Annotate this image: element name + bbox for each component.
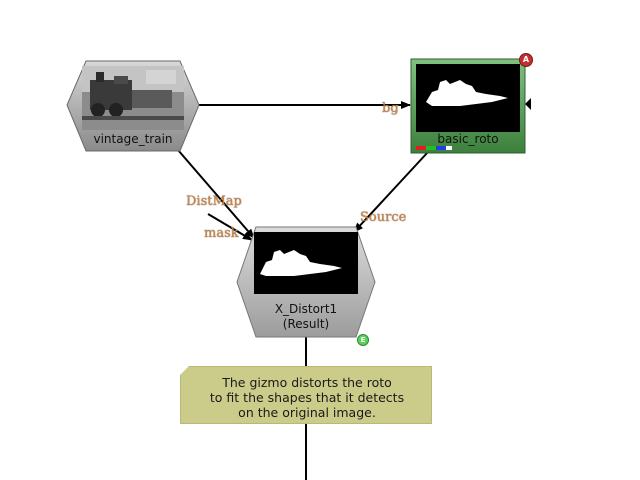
note-line-3: on the original image. — [238, 405, 376, 420]
input-label-bg: bg — [382, 101, 399, 116]
channel-indicator — [416, 146, 452, 150]
distort-result-thumbnail — [254, 232, 358, 294]
badge-e-icon[interactable]: E — [357, 334, 369, 346]
node-label-x-distort: X_Distort1 (Result) — [236, 302, 376, 332]
roto-node-shape — [410, 58, 526, 154]
node-label-x-distort-name: X_Distort1 — [274, 302, 338, 316]
node-label-vintage-train: vintage_train — [93, 132, 173, 146]
roto-mask-thumbnail — [416, 64, 520, 132]
node-label-basic-roto: basic_roto — [437, 132, 499, 146]
wire-mask-input[interactable] — [207, 213, 253, 241]
note-line-2: to fit the shapes that it detects — [209, 390, 405, 405]
input-label-source: Source — [360, 210, 407, 225]
read-node-shape — [66, 60, 200, 152]
node-vintage-train[interactable]: vintage_train — [66, 60, 200, 152]
node-x-distort[interactable]: X_Distort1 (Result) — [236, 226, 376, 338]
note-line-1: The gizmo distorts the roto — [222, 375, 392, 390]
note-folded-corner — [180, 366, 189, 375]
input-label-mask: mask — [204, 226, 239, 241]
gizmo-node-shape — [236, 226, 376, 338]
node-basic-roto[interactable]: basic_roto — [410, 58, 526, 154]
note-text: The gizmo distorts the roto to fit the s… — [185, 375, 429, 420]
wire-train-to-distmap[interactable] — [177, 149, 255, 239]
wire-roto-to-source[interactable] — [353, 151, 429, 233]
node-label-x-distort-result: (Result) — [282, 317, 330, 331]
sticky-note[interactable]: The gizmo distorts the roto to fit the s… — [180, 366, 432, 424]
roto-output-arrow-icon[interactable] — [525, 98, 531, 110]
vintage-train-thumbnail — [82, 66, 184, 130]
input-label-distmap: DistMap — [186, 194, 242, 209]
badge-a-icon[interactable]: A — [519, 53, 533, 67]
